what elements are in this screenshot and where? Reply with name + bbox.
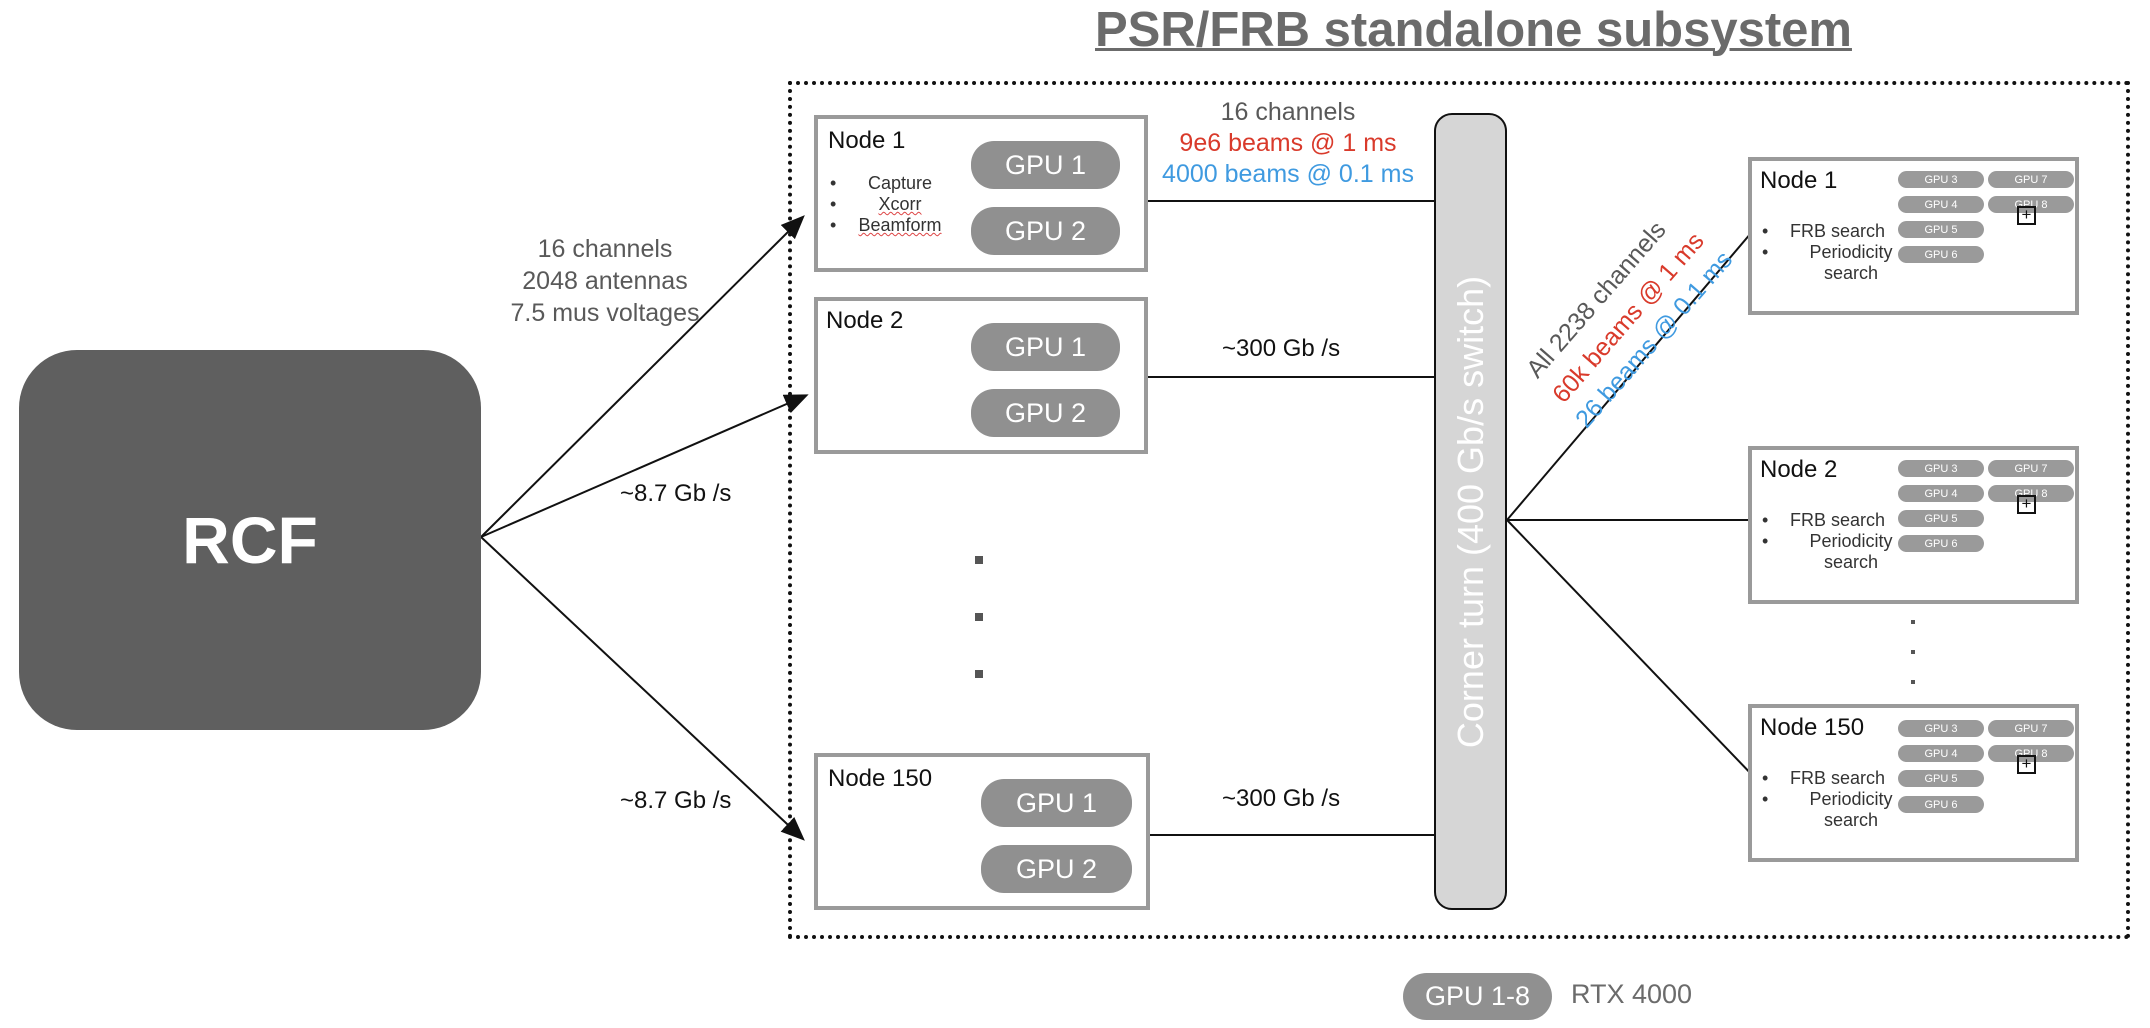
node-title: Node 150 [828, 765, 933, 792]
legend-gpu-pill: GPU 1-8 [1403, 973, 1552, 1020]
gpu-badge: GPU 1 [971, 323, 1120, 371]
rcf-link-description: 16 channels 2048 antennas 7.5 mus voltag… [500, 233, 710, 329]
node-task-list: •FRB search •Periodicity search [1762, 221, 1912, 284]
legend-gpu-model: RTX 4000 [1571, 979, 1693, 1009]
node2-rate: ~300 Gb /s [1222, 335, 1341, 362]
node-task-list: •Capture •Xcorr •Beamform [830, 173, 970, 236]
gpu-badge-small: GPU 3 [1898, 460, 1984, 477]
gpu-badge-small: GPU 7 [1988, 460, 2074, 477]
rcf-arrow-node1 [480, 215, 805, 538]
rcf-rate-bottom: ~8.7 Gb /s [620, 787, 732, 814]
node-task-list: •FRB search •Periodicity search [1762, 510, 1912, 573]
ellipsis-dot [975, 670, 983, 678]
gpu-badge-small: GPU 6 [1898, 796, 1984, 813]
gpu-badge-small: GPU 7 [1988, 171, 2074, 188]
search-node-2: Node 2 •FRB search •Periodicity search G… [1748, 446, 2079, 604]
gpu-badge: GPU 1 [971, 141, 1120, 189]
gpu-badge: GPU 1 [981, 779, 1132, 827]
node-link-description: 16 channels 9e6 beams @ 1 ms 4000 beams … [1138, 97, 1438, 190]
gpu-badge-small: GPU 4 [1898, 196, 1984, 213]
node-link-beams-red: 9e6 beams @ 1 ms [1179, 129, 1397, 157]
switch-label: Corner turn (400 Gb/s switch) [1449, 275, 1491, 748]
task-item: •Beamform [830, 215, 942, 235]
gpu-badge-small: GPU 3 [1898, 720, 1984, 737]
node-link-channels: 16 channels [1220, 98, 1356, 126]
ellipsis-dot [975, 613, 983, 621]
node-title: Node 1 [828, 127, 906, 154]
search-node-1: Node 1 •FRB search •Periodicity search G… [1748, 157, 2079, 315]
gpu-badge-small: GPU 5 [1898, 770, 1984, 787]
task-item: •Periodicity search [1762, 531, 1893, 572]
beam-node-150: Node 150 GPU 1 GPU 2 [814, 753, 1150, 910]
task-item: •Periodicity search [1762, 242, 1893, 283]
gpu-badge: GPU 2 [971, 389, 1120, 437]
task-item: •FRB search [1762, 768, 1886, 788]
gpu-badge-small: GPU 3 [1898, 171, 1984, 188]
node-title: Node 1 [1760, 167, 1838, 194]
gpu-badge: GPU 2 [981, 845, 1132, 893]
rcf-link-line: 7.5 mus voltages [510, 299, 700, 327]
search-node-150: Node 150 •FRB search •Periodicity search… [1748, 704, 2079, 862]
ellipsis-dot [1911, 650, 1915, 654]
rcf-arrow-node150 [480, 536, 805, 841]
subsystem-boundary [788, 81, 2130, 939]
ellipsis-dot [1911, 620, 1915, 624]
rcf-link-line: 16 channels [537, 235, 673, 263]
ellipsis-dot [1911, 680, 1915, 684]
plus-box-icon: + [2017, 206, 2036, 225]
rcf-rate-top: ~8.7 Gb /s [620, 480, 732, 507]
node-title: Node 2 [826, 307, 904, 334]
page-title: PSR/FRB standalone subsystem [1095, 3, 1852, 57]
task-item: •FRB search [1762, 510, 1886, 530]
gpu-badge-small: GPU 5 [1898, 510, 1984, 527]
gpu-badge-small: GPU 7 [1988, 720, 2074, 737]
rcf-link-line: 2048 antennas [522, 267, 688, 295]
rcf-block: RCF [19, 350, 481, 730]
switch-search150-line [1506, 519, 1758, 781]
ellipsis-dot [975, 556, 983, 564]
plus-box-icon: + [2017, 755, 2036, 774]
plus-box-icon: + [2017, 495, 2036, 514]
gpu-badge-small: GPU 4 [1898, 485, 1984, 502]
node150-rate: ~300 Gb /s [1222, 785, 1341, 812]
beam-node-1: Node 1 •Capture •Xcorr •Beamform GPU 1 G… [814, 115, 1148, 272]
node-task-list: •FRB search •Periodicity search [1762, 768, 1912, 831]
task-item: •Capture [830, 173, 933, 193]
corner-turn-switch: Corner turn (400 Gb/s switch) [1434, 113, 1507, 910]
gpu-badge-small: GPU 6 [1898, 535, 1984, 552]
gpu-badge: GPU 2 [971, 207, 1120, 255]
task-item: •FRB search [1762, 221, 1886, 241]
node-title: Node 2 [1760, 456, 1838, 483]
task-item: •Xcorr [830, 194, 922, 214]
gpu-badge-small: GPU 6 [1898, 246, 1984, 263]
switch-search1-line [1506, 225, 1758, 521]
rcf-label: RCF [182, 503, 318, 577]
node-link-beams-blue: 4000 beams @ 0.1 ms [1162, 160, 1414, 188]
task-item: •Periodicity search [1762, 789, 1893, 830]
node-title: Node 150 [1760, 714, 1865, 741]
beam-node-2: Node 2 GPU 1 GPU 2 [814, 297, 1148, 454]
rcf-arrow-node2 [480, 394, 809, 538]
gpu-badge-small: GPU 4 [1898, 745, 1984, 762]
gpu-badge-small: GPU 5 [1898, 221, 1984, 238]
